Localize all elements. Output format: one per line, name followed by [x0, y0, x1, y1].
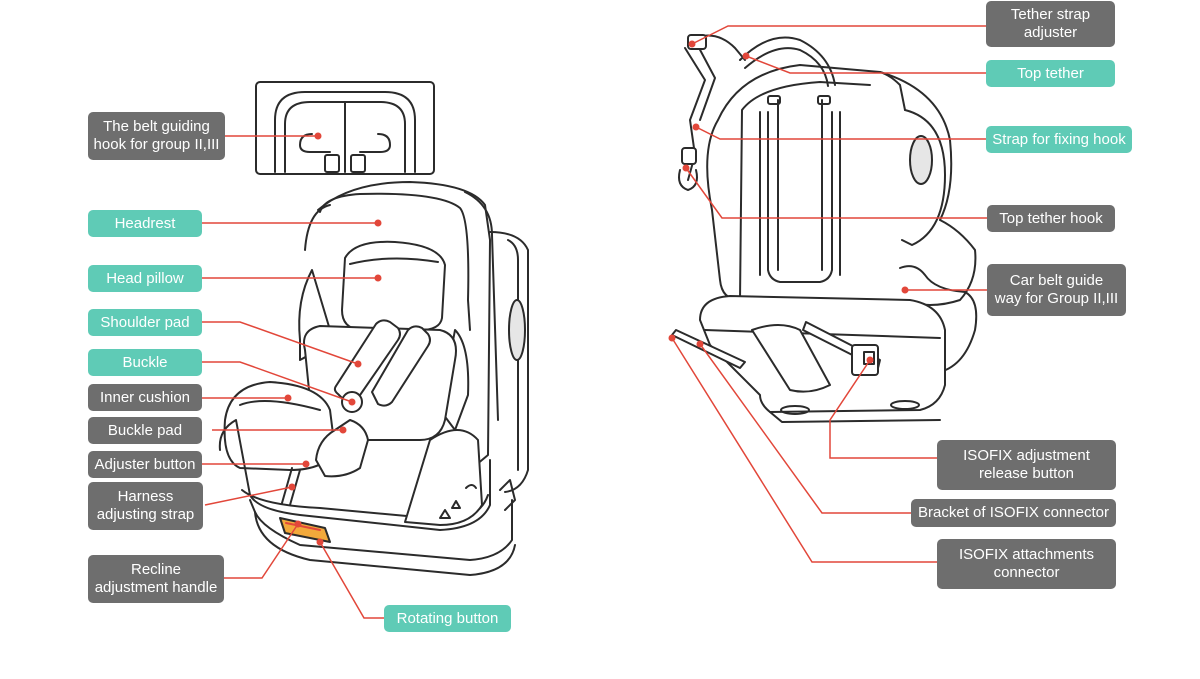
label-inner-cushion: Inner cushion — [88, 384, 202, 411]
label-strap-fixing-hook: Strap for fixing hook — [986, 126, 1132, 153]
label-top-tether: Top tether — [986, 60, 1115, 87]
label-head-pillow: Head pillow — [88, 265, 202, 292]
front-view-seat — [218, 81, 529, 576]
leader-dots — [284, 40, 909, 546]
rear-view-seat — [671, 34, 978, 423]
label-adjuster-button: Adjuster button — [88, 451, 202, 478]
label-buckle: Buckle — [88, 349, 202, 376]
label-headrest: Headrest — [88, 210, 202, 237]
label-isofix-bracket: Bracket of ISOFIX connector — [911, 499, 1116, 527]
label-top-tether-hook: Top tether hook — [987, 205, 1115, 232]
label-rotating-button: Rotating button — [384, 605, 511, 632]
label-buckle-pad: Buckle pad — [88, 417, 202, 444]
label-shoulder-pad: Shoulder pad — [88, 309, 202, 336]
belt-hook-detail-inset — [255, 81, 435, 175]
leader-lines — [202, 25, 988, 619]
